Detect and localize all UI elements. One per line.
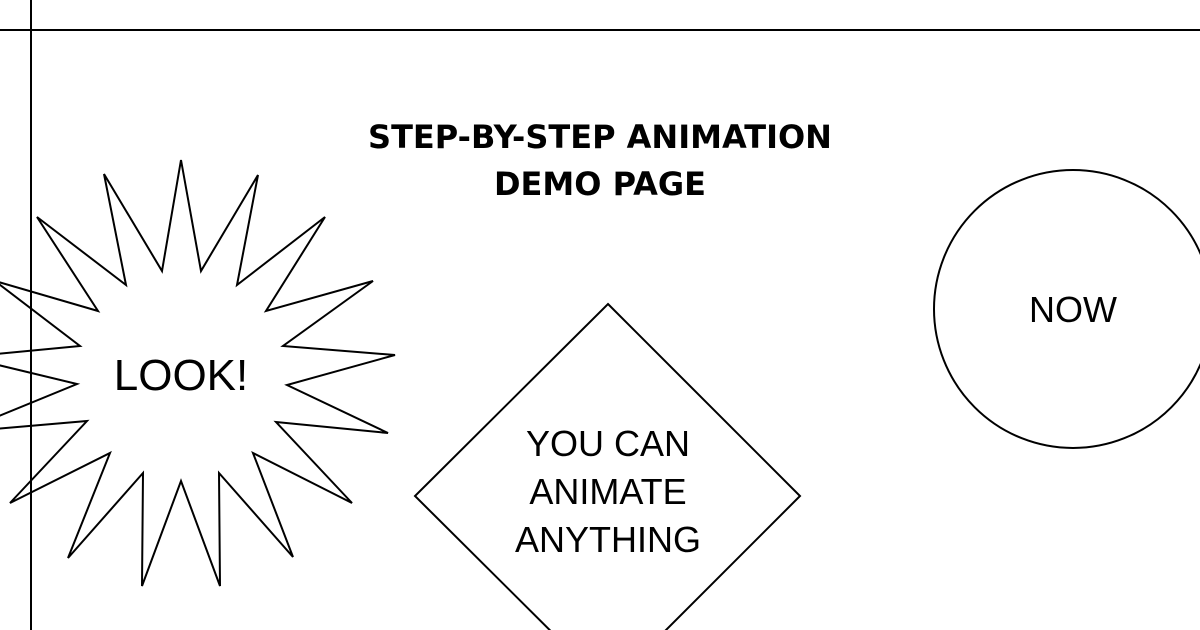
starburst-shape <box>0 159 396 587</box>
circle-shape <box>933 169 1200 449</box>
page-title-line-1: STEP-BY-STEP ANIMATION <box>368 118 832 156</box>
diamond-label-line-2: ANIMATE <box>529 471 687 512</box>
page-title-line-2: DEMO PAGE <box>493 165 706 203</box>
diamond-shape <box>413 302 802 630</box>
diamond-label-line-3: ANYTHING <box>514 519 701 560</box>
diamond-label-line-1: YOU CAN <box>525 423 691 464</box>
starburst-label: LOOK! <box>113 351 249 400</box>
diamond-label: YOU CAN ANIMATE ANYTHING <box>458 420 758 564</box>
circle-label: NOW <box>1029 289 1117 330</box>
page-title: STEP-BY-STEP ANIMATION DEMO PAGE <box>300 114 900 208</box>
